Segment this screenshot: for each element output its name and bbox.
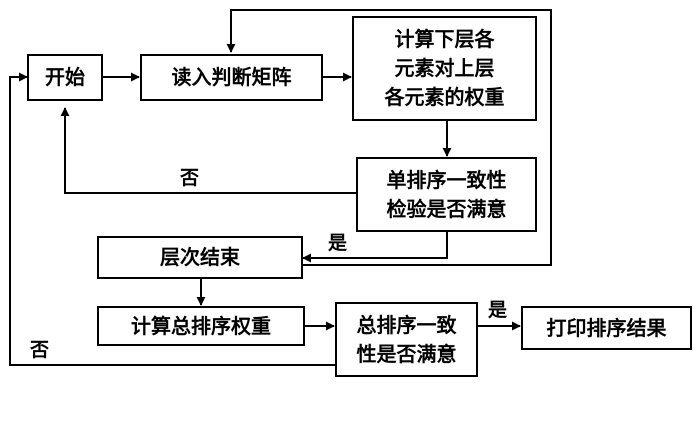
node-print-result-label: 打印排序结果 [546,315,667,340]
edge-label-total-yes: 是 [488,299,508,321]
node-total-consistency-check: 总排序一致 性是否满意 [335,302,478,377]
node-level-end: 层次结束 [97,236,303,279]
node-total-check-label: 总排序一致 性是否满意 [356,312,457,366]
arrow-level-loop-to-read [226,9,552,266]
arrow-single-yes-to-level-end [302,232,448,263]
arrow-total-no-to-start [9,72,335,366]
node-level-end-label: 层次结束 [160,245,240,269]
edge-label-single-yes: 是 [328,232,348,254]
node-compute-total-weights: 计算总排序权重 [97,306,305,346]
node-compute-total-label: 计算总排序权重 [131,313,271,338]
node-start: 开始 [27,54,103,101]
node-single-consistency-check: 单排序一致性 检验是否满意 [356,157,537,232]
node-start-label: 开始 [45,65,85,89]
arrow-single-no-to-start [60,107,356,194]
edge-label-total-no: 否 [30,339,50,361]
node-compute-weights: 计算下层各 元素对上层 各元素的权重 [352,16,537,121]
node-read-matrix: 读入判断矩阵 [140,54,323,101]
node-read-matrix-label: 读入判断矩阵 [171,65,292,89]
node-print-result: 打印排序结果 [521,306,692,350]
node-single-check-label: 单排序一致性 检验是否满意 [386,167,507,221]
node-compute-weights-label: 计算下层各 元素对上层 各元素的权重 [384,27,505,109]
edge-label-single-no: 否 [180,167,200,189]
